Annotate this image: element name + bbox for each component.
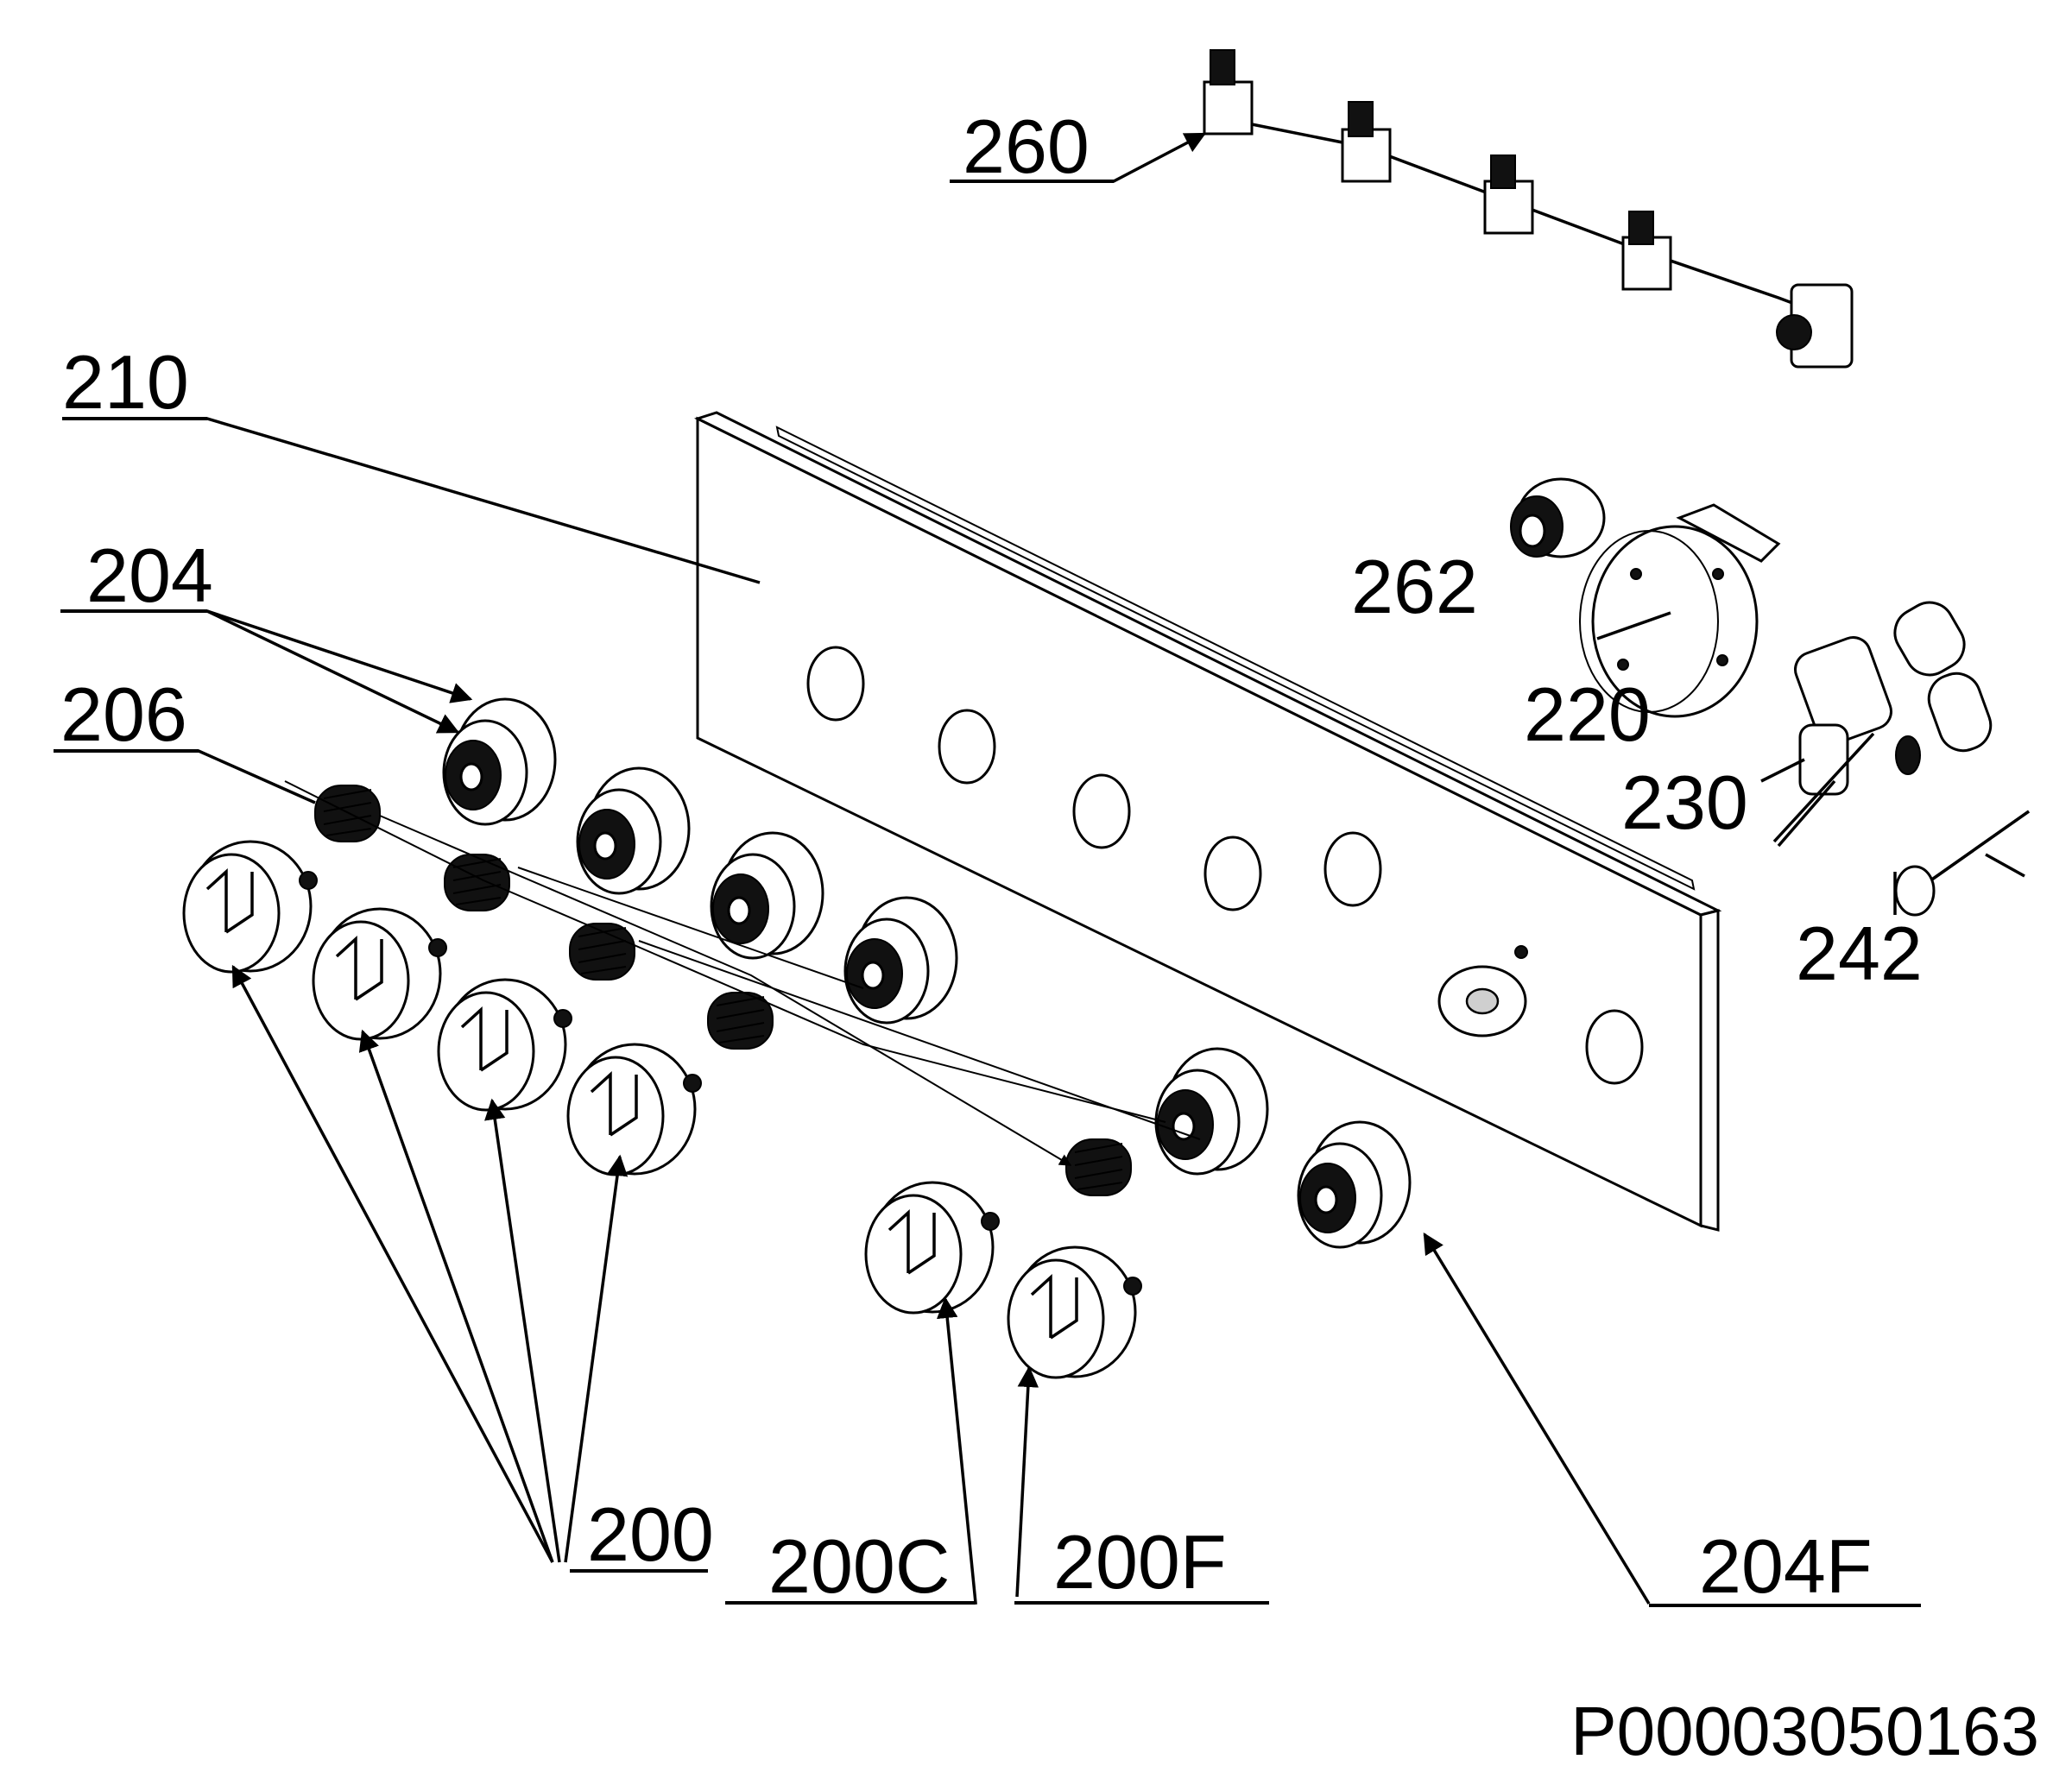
label-260: 260 — [963, 104, 1090, 189]
control-panel — [694, 411, 1722, 1232]
bezel-204f — [1297, 1120, 1412, 1249]
label-200c: 200C — [768, 1523, 950, 1609]
thermocouple — [1893, 810, 2031, 917]
knob-200c — [864, 1181, 1000, 1315]
label-200f: 200F — [1053, 1519, 1227, 1605]
callout-labels: 260 210 204 206 262 220 230 242 200 200C… — [54, 104, 2039, 1769]
knob-200-c — [437, 978, 572, 1112]
knob-200-d — [566, 1043, 702, 1176]
control-knobs — [182, 840, 1142, 1379]
label-206: 206 — [60, 672, 187, 757]
label-220: 220 — [1524, 672, 1651, 757]
label-204f: 204F — [1699, 1523, 1873, 1609]
bezel-204f-upper — [1154, 1047, 1269, 1176]
timer-unit — [1579, 503, 1781, 718]
label-230: 230 — [1621, 760, 1748, 845]
label-200: 200 — [587, 1491, 714, 1577]
label-262: 262 — [1351, 544, 1478, 629]
label-210: 210 — [62, 339, 189, 425]
knob-200f — [1007, 1245, 1142, 1379]
knob-200-a — [182, 840, 318, 974]
label-204: 204 — [86, 533, 213, 618]
indicator-lamp — [1510, 477, 1606, 558]
part-code: P00003050163 — [1570, 1693, 2039, 1769]
ignition-harness — [1203, 49, 1854, 369]
label-242: 242 — [1796, 911, 1923, 996]
gas-valve — [1760, 601, 1993, 848]
knob-200-b — [312, 907, 447, 1041]
knob-bezels — [442, 697, 1412, 1249]
